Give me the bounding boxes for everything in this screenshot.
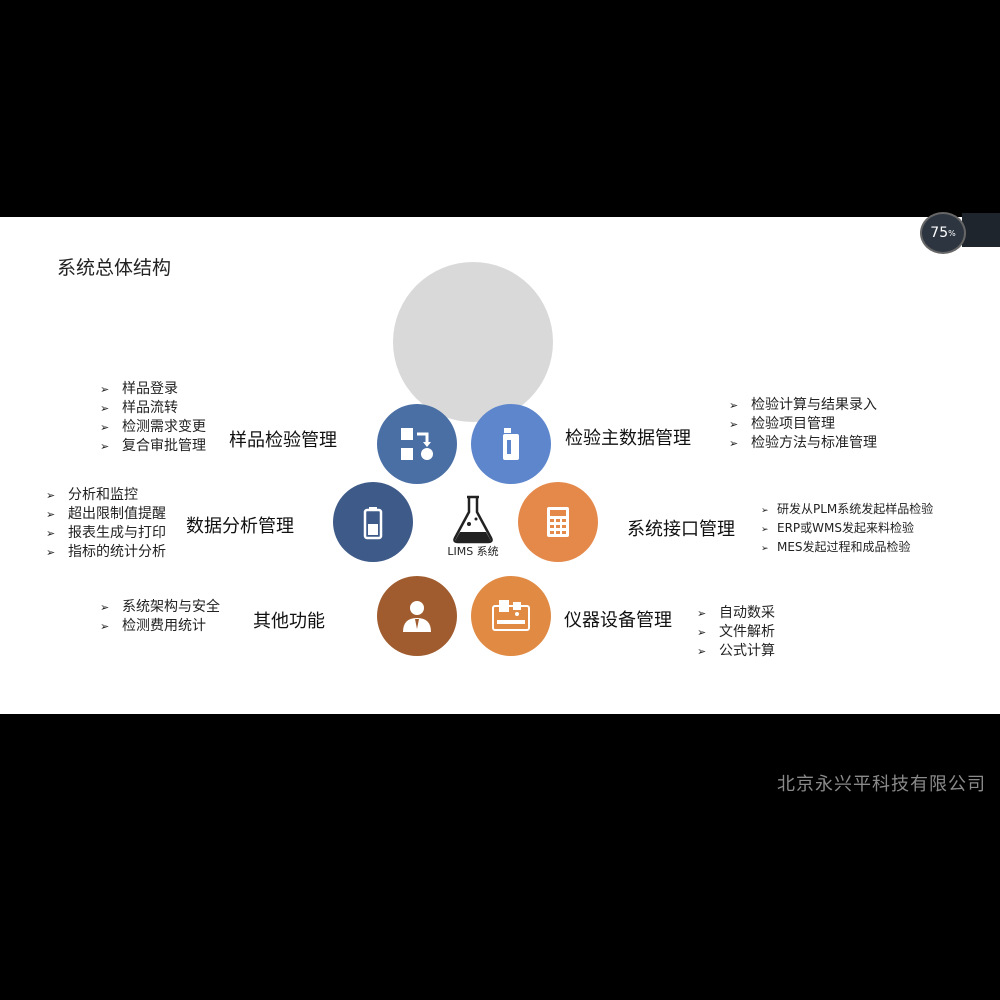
list-item: ➢报表生成与打印 (46, 525, 166, 541)
arrow-icon: ➢ (46, 527, 56, 540)
bottle-icon (503, 428, 519, 460)
arrow-icon: ➢ (761, 525, 769, 535)
arrow-icon: ➢ (46, 546, 56, 559)
node-master (471, 404, 551, 484)
list-instrument: ➢自动数采 ➢文件解析 ➢公式计算 (697, 604, 775, 661)
list-item: ➢系统架构与安全 (100, 599, 220, 615)
list-master: ➢检验计算与结果录入 ➢检验项目管理 ➢检验方法与标准管理 (729, 396, 877, 453)
node-other (377, 576, 457, 656)
company-footer: 北京永兴平科技有限公司 (777, 774, 986, 795)
arrow-icon: ➢ (100, 402, 110, 415)
battery-icon (363, 507, 383, 540)
zoom-bar (962, 213, 1000, 247)
list-item: ➢指标的统计分析 (46, 544, 166, 560)
hub-circle (393, 262, 553, 422)
list-item: ➢自动数采 (697, 605, 775, 621)
node-analysis (333, 482, 413, 562)
heading-other: 其他功能 (253, 611, 325, 632)
arrow-icon: ➢ (729, 418, 739, 431)
arrow-icon: ➢ (46, 508, 56, 521)
arrow-icon: ➢ (100, 440, 110, 453)
heading-interface: 系统接口管理 (627, 519, 735, 540)
node-interface (518, 482, 598, 562)
arrow-icon: ➢ (100, 601, 110, 614)
heading-analysis: 数据分析管理 (186, 516, 294, 537)
list-item: ➢MES发起过程和成品检验 (761, 539, 933, 558)
list-other: ➢系统架构与安全 ➢检测费用统计 (100, 598, 220, 636)
center-label: LIMS 系统 (447, 545, 499, 558)
arrow-icon: ➢ (46, 489, 56, 502)
list-item: ➢复合审批管理 (100, 438, 206, 454)
arrow-icon: ➢ (697, 607, 707, 620)
list-item: ➢公式计算 (697, 643, 775, 659)
flask-icon (453, 495, 493, 544)
arrow-icon: ➢ (729, 399, 739, 412)
user-icon (403, 601, 431, 632)
heading-sample: 样品检验管理 (229, 430, 337, 451)
node-sample (377, 404, 457, 484)
list-item: ➢检测需求变更 (100, 419, 206, 435)
list-item: ➢文件解析 (697, 624, 775, 640)
list-item: ➢检测费用统计 (100, 618, 206, 634)
list-item: ➢样品登录 (100, 381, 178, 397)
arrow-icon: ➢ (100, 620, 110, 633)
list-item: ➢样品流转 (100, 400, 178, 416)
heading-instrument: 仪器设备管理 (564, 610, 672, 631)
arrow-icon: ➢ (761, 544, 769, 554)
node-instrument (471, 576, 551, 656)
arrow-icon: ➢ (100, 383, 110, 396)
heading-master: 检验主数据管理 (565, 428, 691, 449)
arrow-icon: ➢ (761, 506, 769, 516)
list-item: ➢检验方法与标准管理 (729, 435, 877, 451)
arrow-icon: ➢ (100, 421, 110, 434)
slide-title: 系统总体结构 (57, 257, 172, 279)
list-item: ➢检验计算与结果录入 (729, 397, 877, 413)
list-item: ➢研发从PLM系统发起样品检验 (761, 501, 933, 520)
list-interface: ➢研发从PLM系统发起样品检验 ➢ERP或WMS发起来料检验 ➢MES发起过程和… (761, 501, 933, 558)
list-sample: ➢样品登录 ➢样品流转 ➢检测需求变更 ➢复合审批管理 (100, 380, 206, 456)
instrument-icon (492, 600, 530, 631)
list-item: ➢超出限制值提醒 (46, 506, 166, 522)
arrow-icon: ➢ (697, 626, 707, 639)
list-analysis: ➢分析和监控 ➢超出限制值提醒 ➢报表生成与打印 ➢指标的统计分析 (46, 486, 166, 562)
zoom-indicator[interactable]: 75% (920, 212, 966, 254)
flow-icon (401, 428, 433, 460)
list-item: ➢分析和监控 (46, 487, 138, 503)
list-item: ➢检验项目管理 (729, 416, 835, 432)
calculator-icon (547, 507, 569, 537)
arrow-icon: ➢ (729, 437, 739, 450)
arrow-icon: ➢ (697, 645, 707, 658)
list-item: ➢ERP或WMS发起来料检验 (761, 520, 933, 539)
